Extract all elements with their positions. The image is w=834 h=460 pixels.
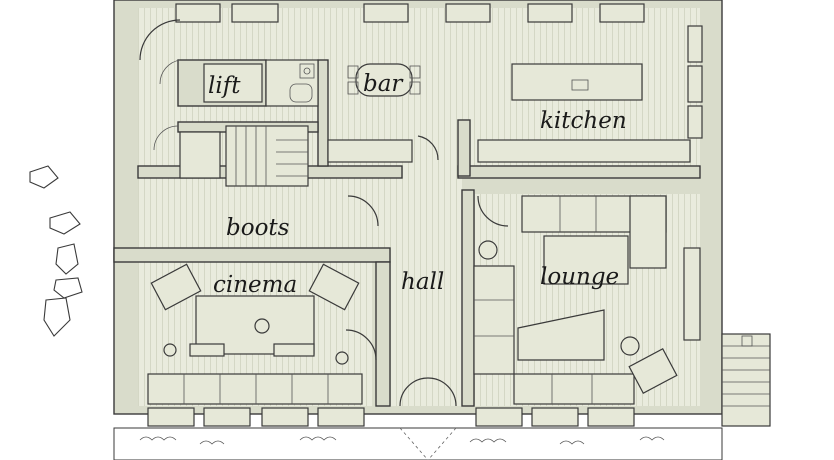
kitchen-island	[511, 63, 643, 101]
room-label-boots: boots	[226, 215, 290, 241]
bottom-windows	[147, 407, 635, 427]
lounge-furniture	[473, 195, 678, 405]
room-label-lounge: lounge	[540, 264, 619, 290]
stepping-stones	[29, 165, 83, 337]
room-label-cinema: cinema	[213, 272, 297, 298]
top-windows	[175, 3, 645, 23]
room-label-bar: bar	[363, 71, 404, 97]
hall-floor-area	[390, 166, 462, 406]
right-windows	[683, 25, 703, 341]
room-label-hall: hall	[401, 269, 444, 295]
bar-counter	[327, 139, 413, 163]
cinema-furniture	[147, 263, 363, 405]
room-label-lift: lift	[208, 73, 241, 99]
wc	[265, 59, 319, 107]
outside-steps	[721, 333, 771, 427]
garden-hedge	[113, 427, 723, 460]
lift-shaft	[203, 63, 263, 103]
room-label-kitchen: kitchen	[540, 108, 627, 134]
bar-table	[347, 63, 421, 97]
kitchen-counter	[477, 139, 691, 163]
staircase	[179, 125, 309, 187]
door-swings	[139, 19, 509, 407]
